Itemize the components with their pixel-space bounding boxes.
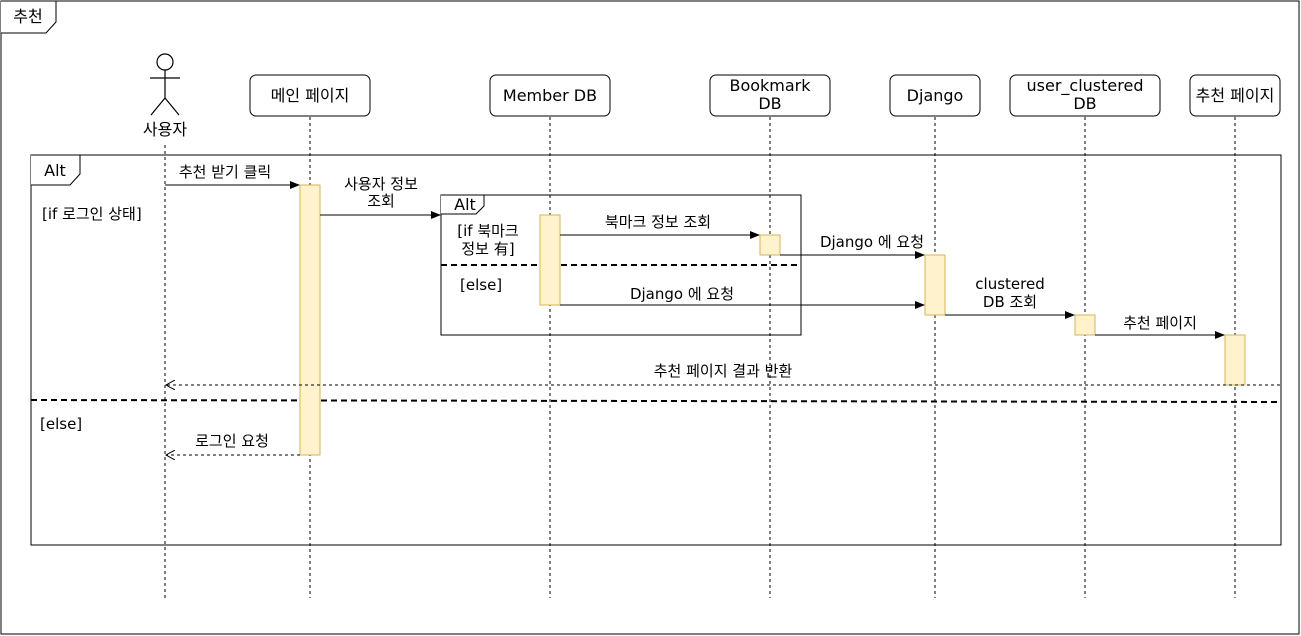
activation-member-db — [539, 214, 561, 306]
activation-main-page — [299, 184, 321, 456]
participant-user-clustered-db — [1009, 74, 1161, 117]
participant-recommend-page — [1189, 74, 1281, 117]
outer-alt-guard-login: [if 로그인 상태] — [42, 205, 142, 223]
inner-alt-guard-else: [else] — [460, 276, 502, 294]
participant-bookmark-db-label-1: Bookmark — [729, 76, 811, 95]
participant-bookmark-db — [709, 74, 831, 117]
participant-main-page-label: 메인 페이지 — [271, 86, 350, 105]
msg-login-request-label: 로그인 요청 — [195, 432, 269, 450]
frame-title: 추천 — [13, 7, 42, 26]
inner-alt-guard-bookmark-1: [if 북마크 — [457, 222, 518, 240]
msg-query-clustered-label-1: clustered — [975, 275, 1044, 293]
outer-alt-tag-label: Alt — [44, 161, 66, 180]
participant-recommend-page-label: 추천 페이지 — [1196, 86, 1275, 105]
inner-alt-tag-label: Alt — [454, 195, 476, 214]
outer-alt-fragment — [30, 154, 1282, 546]
activation-bookmark-db — [759, 234, 781, 256]
participant-bookmark-db-label-2: DB — [758, 94, 781, 113]
user-actor-icon — [150, 53, 180, 116]
msg-query-user-info-label-1: 사용자 정보 — [344, 175, 418, 193]
inner-alt-guard-bookmark-2: 정보 有] — [461, 240, 514, 258]
participant-main-page — [249, 74, 371, 117]
msg-query-user-info-label-2: 조회 — [367, 192, 395, 210]
msg-request-django-1-label: Django 에 요청 — [820, 233, 924, 251]
msg-request-django-2-label: Django 에 요청 — [630, 285, 734, 303]
participant-django — [889, 74, 981, 117]
lifelines — [164, 117, 1236, 598]
inner-alt-tag — [441, 194, 485, 215]
outer-alt-divider — [30, 399, 1282, 403]
outer-alt-tag — [31, 154, 81, 186]
participant-user-clustered-db-label-1: user_clustered — [1027, 76, 1144, 96]
activation-bars — [299, 184, 1246, 456]
msg-query-bookmark-label: 북마크 정보 조회 — [605, 213, 711, 231]
outer-alt-guard-else: [else] — [40, 415, 82, 433]
participant-django-label: Django — [907, 86, 964, 105]
activation-user-clustered-db — [1074, 314, 1096, 336]
msg-return-result-label: 추천 페이지 결과 반환 — [654, 362, 793, 380]
participant-member-db — [489, 74, 611, 117]
participant-user-clustered-db-label-2: DB — [1073, 94, 1096, 113]
participant-member-db-label: Member DB — [503, 86, 597, 105]
activation-recommend-page — [1224, 334, 1246, 386]
participant-user-label: 사용자 — [143, 120, 187, 139]
msg-query-clustered-label-2: DB 조회 — [983, 293, 1037, 311]
activation-django — [924, 254, 946, 316]
msg-click-recommend-label: 추천 받기 클릭 — [179, 163, 271, 181]
msg-recommend-page-label: 추천 페이지 — [1123, 314, 1197, 332]
frame-tag — [1, 0, 57, 34]
